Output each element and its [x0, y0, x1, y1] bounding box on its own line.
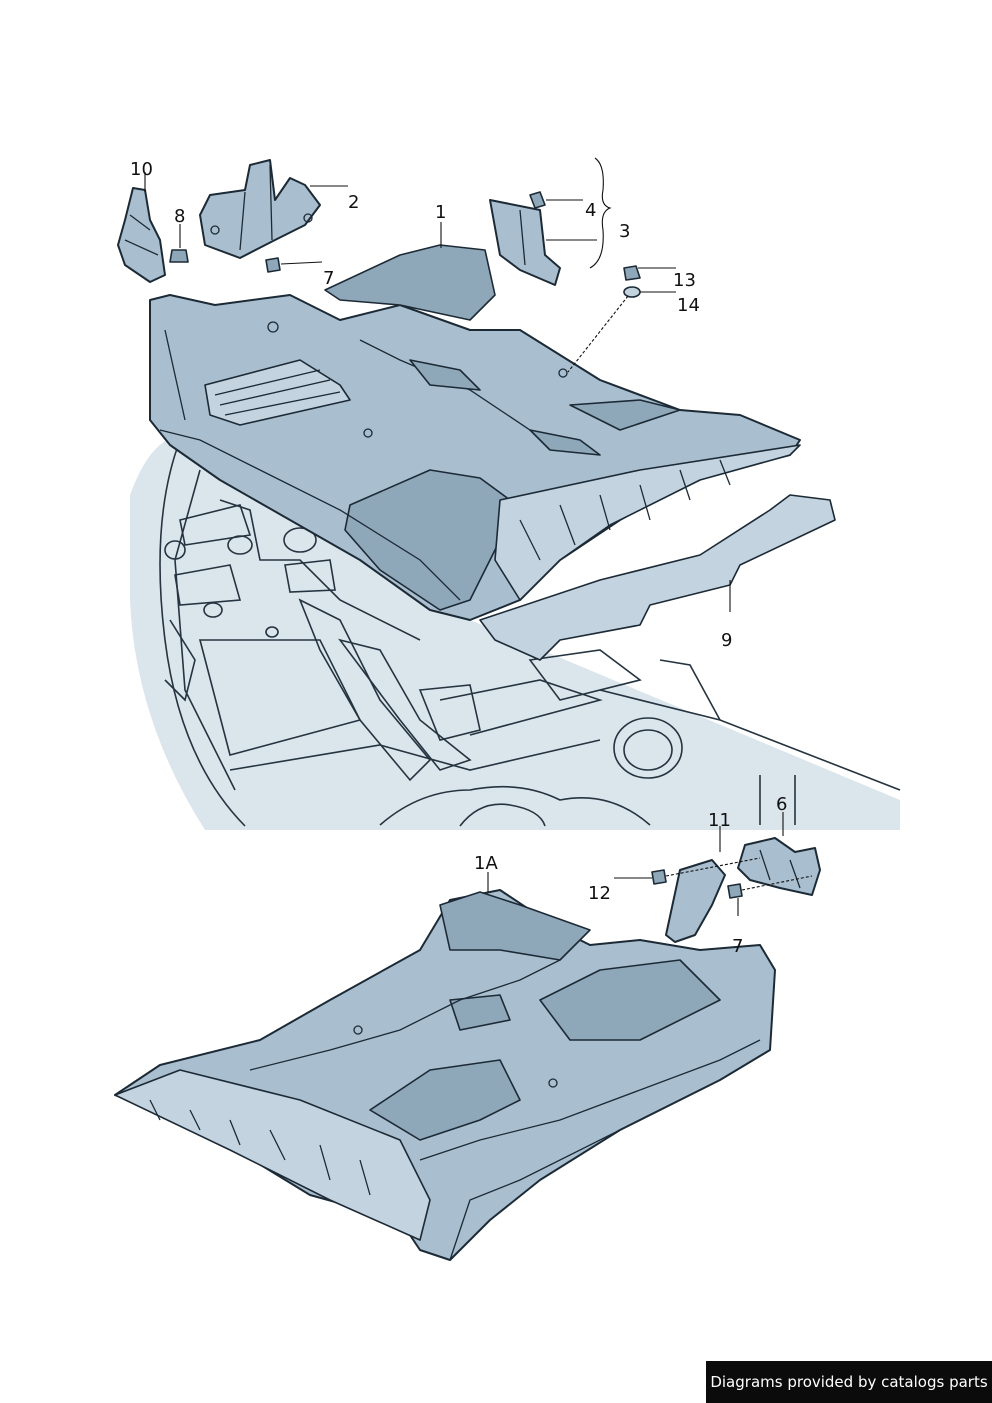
trim-panel-11	[665, 859, 726, 943]
tunnel-cover-6	[737, 837, 821, 896]
callout-9: 9	[721, 630, 732, 651]
callout-2: 2	[348, 192, 359, 213]
leader-lines	[144, 172, 784, 916]
callout-8: 8	[174, 206, 185, 227]
callout-12: 12	[588, 883, 611, 904]
callout-1a: 1A	[474, 853, 498, 874]
footer-credit: Diagrams provided by catalogs parts	[706, 1361, 992, 1403]
insulation-mat	[479, 494, 836, 661]
callout-10: 10	[130, 159, 153, 180]
clip-4	[529, 191, 546, 209]
fastener-8	[169, 249, 189, 263]
fastener-7-lower	[727, 883, 743, 899]
callout-6: 6	[776, 794, 787, 815]
callout-3: 3	[619, 221, 630, 242]
callout-7-lower: 7	[732, 936, 743, 957]
washer-14	[623, 286, 641, 298]
callout-4: 4	[585, 200, 596, 221]
grommet-13	[623, 265, 641, 281]
callout-7-upper: 7	[323, 268, 334, 289]
callout-labels: 10 8 2 7 1 4 3 13 14 9 6 11 1A 12 7	[130, 159, 787, 957]
trim-panel-left	[117, 187, 166, 283]
fastener-7-upper	[265, 257, 281, 273]
tunnel-cover	[199, 159, 321, 259]
side-panel-3	[489, 199, 561, 286]
floor-covering-lower	[114, 889, 776, 1261]
callout-13: 13	[673, 270, 696, 291]
floor-covering-upper	[149, 244, 801, 621]
callout-11: 11	[708, 810, 731, 831]
callout-1: 1	[435, 202, 446, 223]
fastener-12	[651, 869, 667, 885]
callout-14: 14	[677, 295, 700, 316]
